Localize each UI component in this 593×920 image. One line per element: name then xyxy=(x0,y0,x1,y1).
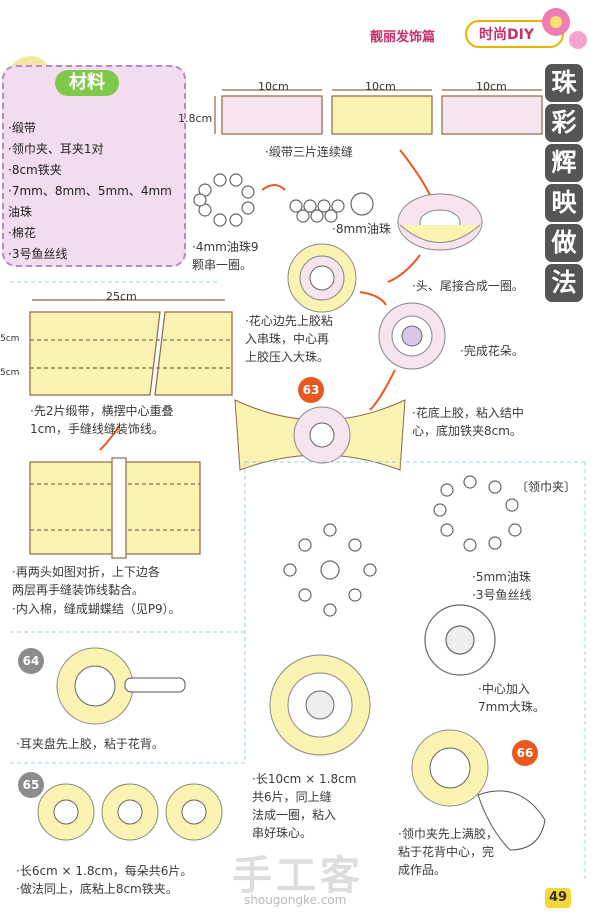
material-item: ·7mm、8mm、5mm、4mm xyxy=(8,184,172,198)
caption: ·先2片缎带，横摆中心重叠 xyxy=(30,404,174,418)
vertical-title: 珠 彩 辉 映 做 法 xyxy=(545,64,585,304)
dim-label: 10cm xyxy=(258,80,289,93)
caption: 上胶压入大珠。 xyxy=(245,350,330,364)
arrow-icon xyxy=(399,149,431,196)
dim-label: 10cm xyxy=(365,80,396,93)
bead-strand-diagram xyxy=(289,192,374,223)
scarf-clip-diagram xyxy=(411,729,546,851)
folded-ribbon-diagram xyxy=(29,457,201,559)
caption: 成作品。 xyxy=(398,863,447,877)
caption: 颗串一圈。 xyxy=(192,258,253,272)
title-char: 珠 xyxy=(545,64,583,102)
caption: ·长6cm × 1.8cm，每朵共6片。 xyxy=(16,864,193,878)
caption: ·花底上胶，粘入结中 xyxy=(412,406,524,420)
caption: ·耳夹盘先上胶，粘于花背。 xyxy=(16,737,164,751)
three-flowers-diagram xyxy=(37,783,223,841)
caption: 7mm大珠。 xyxy=(478,700,546,714)
material-item: ·缎带 xyxy=(8,121,36,135)
caption: 1cm，手缝线缝装饰线。 xyxy=(30,422,164,436)
caption: ·领巾夹先上满胶， xyxy=(398,827,498,841)
step-number-63: 63 xyxy=(298,377,324,403)
materials-box xyxy=(2,65,186,267)
watermark: 手工客 xyxy=(232,853,364,899)
bead-ring-diagram xyxy=(193,173,255,227)
caption: ·4mm油珠9 xyxy=(192,240,259,254)
completed-flower-diagram xyxy=(378,302,446,370)
materials-title: 材料 xyxy=(55,70,119,96)
title-char: 做 xyxy=(545,224,583,262)
caption: 心，底加铁夹8cm。 xyxy=(412,424,522,438)
watermark-url: shougongke.com xyxy=(244,893,347,907)
diy-badge-label: 时尚DIY xyxy=(479,27,534,43)
scarf-bead-star-diagram xyxy=(283,523,377,617)
material-item: ·领巾夹、耳夹1对 xyxy=(8,142,104,156)
title-char: 法 xyxy=(545,264,583,302)
ribbon-overlap-diagram xyxy=(29,299,233,396)
step-number-65: 65 xyxy=(18,772,44,798)
materials-list: ·缎带 ·领巾夹、耳夹1对 ·8cm铁夹 ·7mm、8mm、5mm、4mm 油珠… xyxy=(8,118,180,265)
scarf-clip-label: 〔领巾夹〕 xyxy=(516,480,577,494)
material-item: ·棉花 xyxy=(8,226,36,240)
caption: ·花心边先上胶粘 xyxy=(245,314,333,328)
caption: ·再两头如图对折，上下边各 xyxy=(12,565,160,579)
scarf-flower-diagram xyxy=(269,654,371,756)
caption: ·3号鱼丝线 xyxy=(472,588,532,602)
ribbon-ring-diagram xyxy=(397,193,483,251)
material-item: 油珠 xyxy=(8,205,33,219)
scarf-bead-ring-diagram xyxy=(433,475,522,552)
caption: ·5mm油珠 xyxy=(472,570,531,584)
caption: 串好珠心。 xyxy=(252,826,313,840)
dim-label: 5cm xyxy=(0,334,20,344)
ribbon-strips-diagram xyxy=(214,89,543,135)
scarf-center-bead-diagram xyxy=(424,604,496,676)
caption: ·头、尾接合成一圈。 xyxy=(412,279,524,293)
caption: 两层再手缝装饰线黏合。 xyxy=(12,583,145,597)
header-flower-icon xyxy=(542,8,587,49)
caption: ·长10cm × 1.8cm xyxy=(252,772,357,786)
material-item: ·3号鱼丝线 xyxy=(8,247,68,261)
dim-label: 10cm xyxy=(476,80,507,93)
flower-step-diagram xyxy=(287,243,357,313)
material-item: ·8cm铁夹 xyxy=(8,163,62,177)
caption: ·中心加入 xyxy=(478,682,530,696)
caption: ·内入棉，缝成蝴蝶结（见P9）。 xyxy=(12,602,181,616)
dim-label: 25cm xyxy=(106,290,137,303)
caption: ·做法同上，底粘上8cm铁夹。 xyxy=(16,882,178,896)
step-number-66: 66 xyxy=(512,740,538,766)
ear-clip-diagram xyxy=(56,647,186,725)
caption: 法成一圈，粘入 xyxy=(252,808,337,822)
caption: ·完成花朵。 xyxy=(460,344,524,358)
caption: ·8mm油珠 xyxy=(332,222,391,236)
section-title: 靓丽发饰篇 xyxy=(370,30,436,45)
bow-diagram xyxy=(234,399,406,471)
caption: 共6片，同上缝 xyxy=(252,790,332,804)
step-number-64: 64 xyxy=(18,648,44,674)
title-char: 辉 xyxy=(545,144,583,182)
title-char: 映 xyxy=(545,184,583,222)
page-number: 49 xyxy=(545,888,571,908)
dim-label: 1.8cm xyxy=(178,112,213,125)
caption: 入串珠，中心再 xyxy=(245,332,330,346)
title-char: 彩 xyxy=(545,104,583,142)
caption: 粘于花背中心，完 xyxy=(398,845,495,859)
dim-label: 5cm xyxy=(0,368,20,378)
caption: ·缎带三片连续缝 xyxy=(265,145,353,159)
